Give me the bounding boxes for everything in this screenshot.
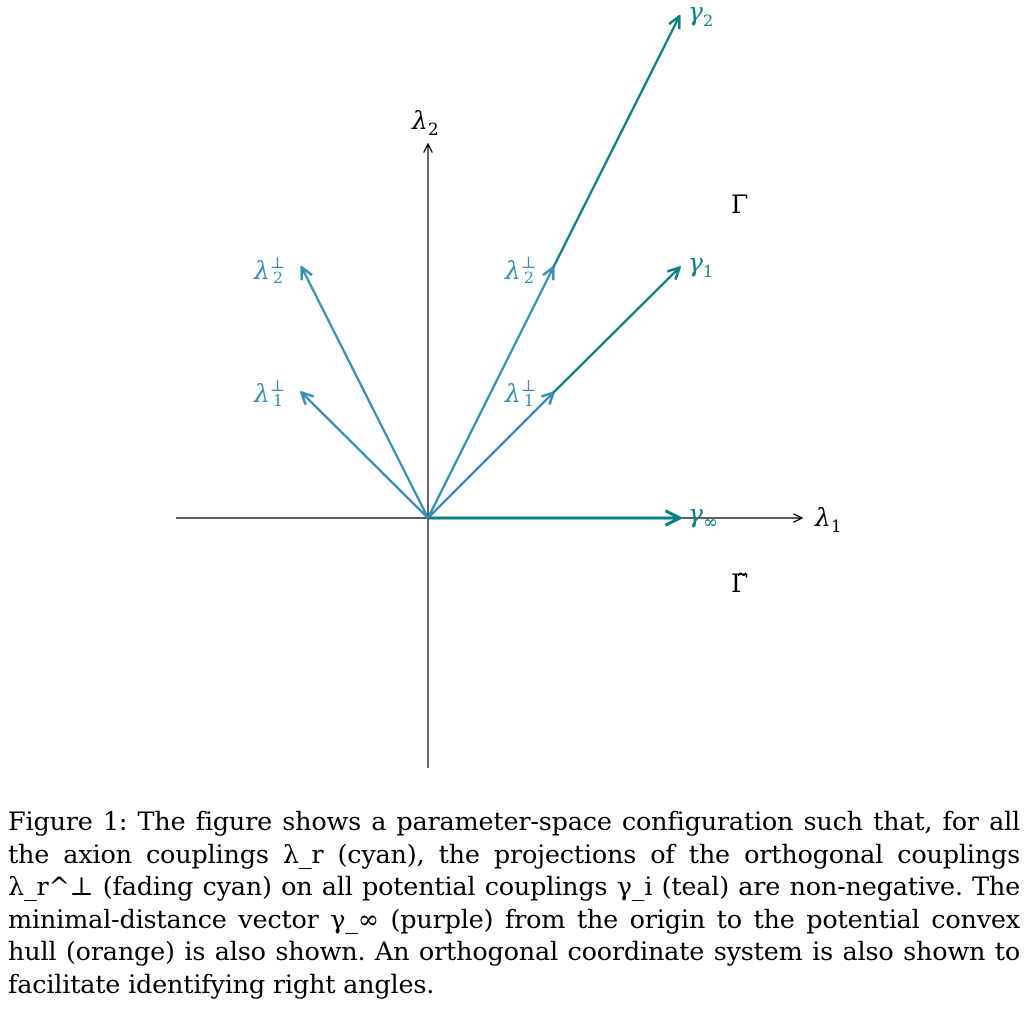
region-gamma-label: Γ (731, 190, 748, 219)
vector-lambda2-perp-left (302, 268, 430, 519)
label-lambda2-perp-left: λ⊥2 (253, 253, 285, 287)
y-axis-label: λ2 (411, 106, 439, 140)
vector-lambda1-perp-right (427, 393, 553, 519)
vector-gamma1 (552, 268, 679, 394)
figure-caption: Figure 1: The figure shows a parameter-s… (8, 806, 1020, 1001)
vector-gamma2 (551, 17, 679, 269)
caption-text: The figure shows a parameter-space confi… (8, 807, 1021, 1000)
label-gamma-inf: γ∞ (688, 499, 718, 533)
label-lambda1-perp-right: λ⊥1 (504, 376, 536, 410)
vector-lambda2-perp-right (426, 268, 553, 519)
region-gamma-tilde-label: Γ̃ (731, 569, 748, 598)
label-gamma1: γ1 (688, 248, 713, 281)
parameter-space-diagram: λ2 λ1 Γ Γ̃ λ⊥2 λ⊥1 λ⊥2 λ⊥1 γ2 γ1 γ∞ (176, 0, 842, 768)
caption-label: Figure 1: (8, 807, 128, 837)
label-lambda2-perp-right: λ⊥2 (504, 253, 536, 287)
label-gamma2: γ2 (688, 0, 713, 30)
vector-lambda1-perp-left (302, 393, 429, 519)
x-axis-label: λ1 (814, 503, 842, 537)
label-lambda1-perp-left: λ⊥1 (253, 376, 285, 410)
